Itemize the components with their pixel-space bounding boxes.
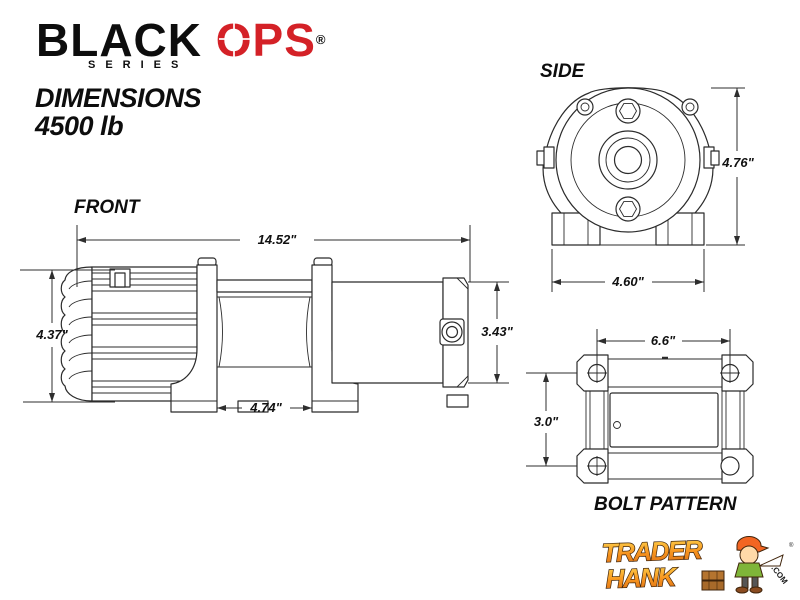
trader-text: TRADER (601, 534, 703, 568)
bolt-width-dim: 6.6" (651, 333, 676, 348)
bolt-pattern-outline (576, 354, 754, 484)
bolt-holes (587, 363, 740, 476)
front-view-label: FRONT (74, 197, 140, 218)
front-dimensions: 14.52" 4.37" 3.43" 4.74" (20, 225, 514, 415)
drum-width-dim: 4.74" (249, 400, 282, 415)
winch-front-outline (60, 257, 469, 413)
bolt-height-dim: 3.0" (534, 414, 559, 429)
trader-reg-mark: ® (789, 542, 794, 549)
brand-black-text: BLACK (36, 14, 202, 66)
registered-mark: ® (315, 32, 327, 47)
front-width-dim: 14.52" (258, 232, 298, 247)
bolt-pattern-dimensions: 6.6" 3.0" (526, 329, 731, 467)
capacity-subtitle: 4500 lb (35, 111, 124, 141)
brand-ops-text: PS (252, 14, 316, 66)
trader-hank-mascot-icon: .COM ® (701, 536, 794, 594)
winch-side-outline (536, 87, 720, 246)
page-title: DIMENSIONS (35, 83, 202, 113)
bolt-pattern-label: BOLT PATTERN (594, 494, 737, 515)
front-height-dim: 4.37" (35, 327, 68, 342)
side-width-dim: 4.60" (611, 274, 644, 289)
front-view-drawing: 14.52" 4.37" 3.43" 4.74" (20, 225, 514, 415)
brand-logo: BLACK OPS® (36, 16, 327, 64)
brand-series-text: SERIES (88, 59, 189, 71)
side-height-dim: 4.76" (721, 155, 754, 170)
hank-text: HANK (605, 561, 679, 594)
control-box-height-dim: 3.43" (481, 324, 513, 339)
side-view-label: SIDE (540, 61, 585, 82)
trader-hank-logo: TRADER HANK .COM ® (600, 534, 794, 595)
trader-com-text: .COM (769, 564, 789, 586)
bolt-pattern-drawing: 6.6" 3.0" (526, 329, 754, 484)
side-dimensions: 4.76" 4.60" (551, 87, 755, 292)
dimension-arrows (49, 237, 500, 411)
ops-crosshair-o-icon: O (215, 14, 253, 66)
side-view-drawing: 4.76" 4.60" (536, 87, 755, 292)
